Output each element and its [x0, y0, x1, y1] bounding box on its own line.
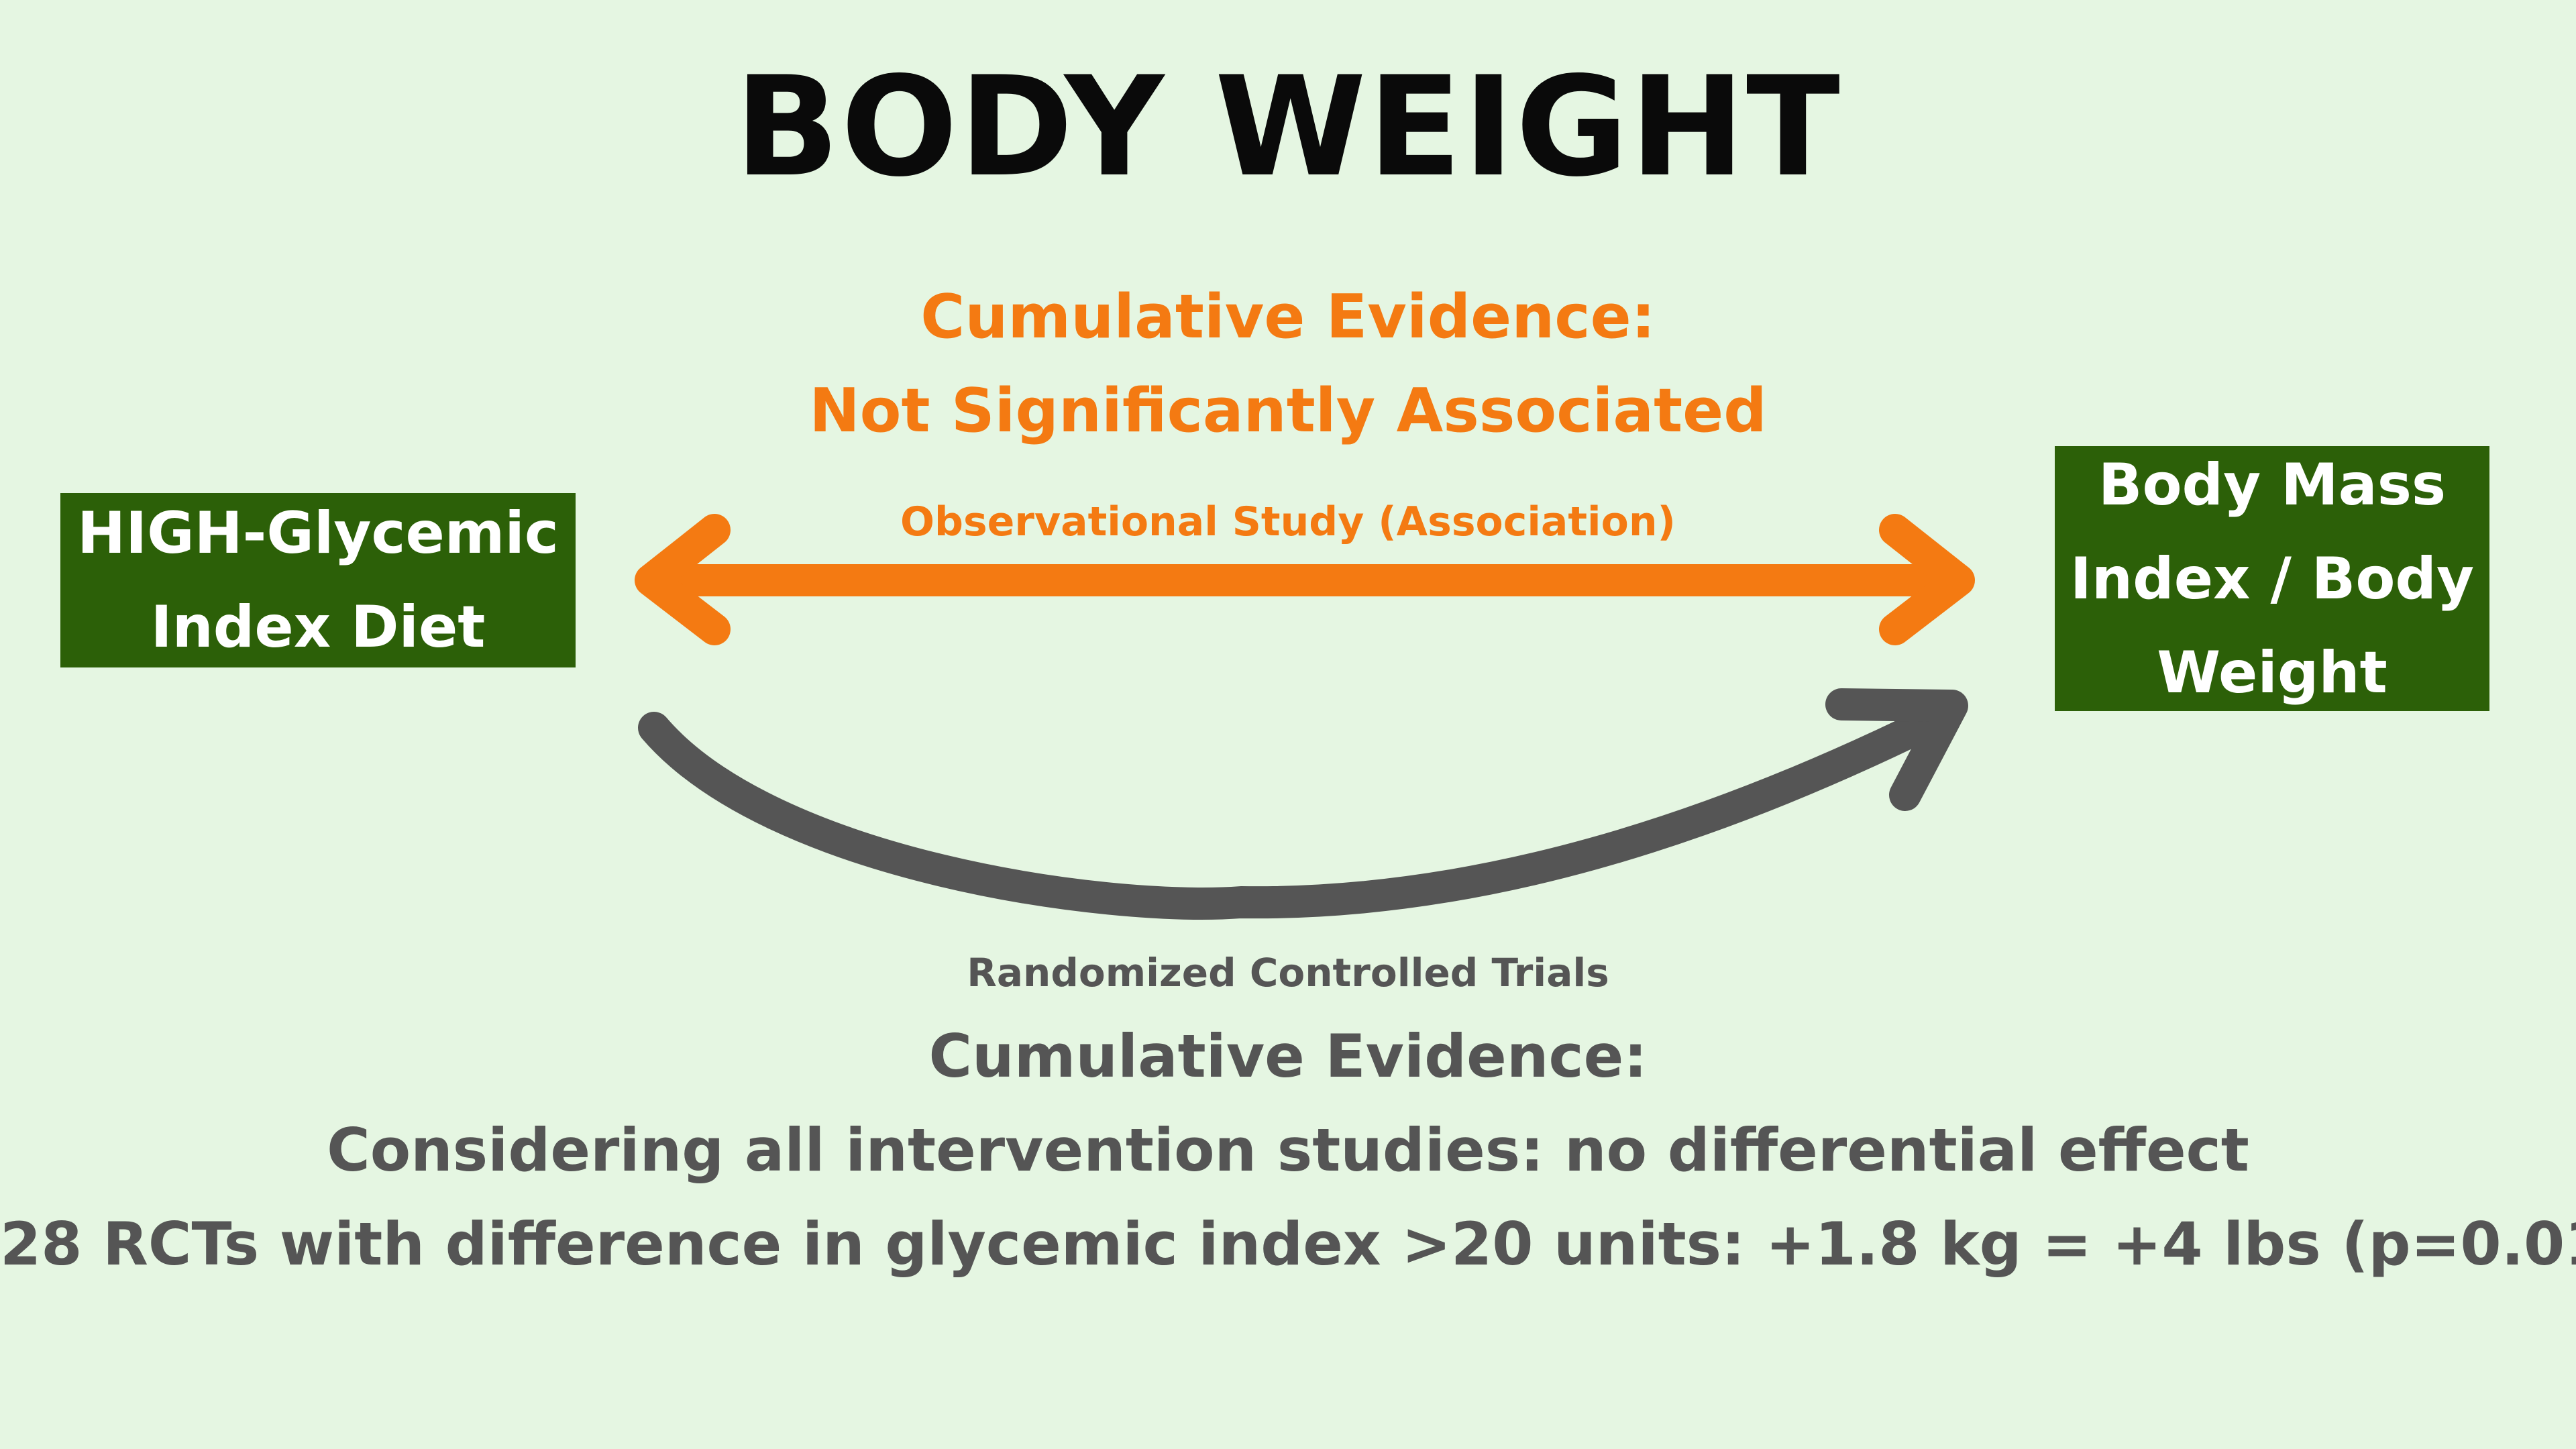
rct-evidence-line2: 28 RCTs with difference in glycemic inde…	[0, 1210, 2576, 1279]
outcome-box: Body Mass Index / Body Weight	[2055, 446, 2489, 711]
slide-title: BODY WEIGHT	[735, 48, 1841, 207]
outcome-label-line1: Body Mass	[2098, 451, 2447, 519]
observational-double-arrow	[635, 514, 1975, 645]
observational-evidence-heading: Cumulative Evidence:	[920, 282, 1656, 352]
observational-evidence-conclusion: Not Significantly Associated	[809, 376, 1767, 446]
rct-evidence-heading: Cumulative Evidence:	[928, 1022, 1648, 1091]
observational-arrow-label: Observational Study (Association)	[900, 498, 1676, 545]
exposure-box: HIGH-Glycemic Index Diet	[60, 493, 576, 667]
rct-arrow-label: Randomized Controlled Trials	[967, 950, 1609, 996]
outcome-label-line2: Index / Body	[2070, 545, 2475, 612]
exposure-label-line1: HIGH-Glycemic	[77, 500, 559, 567]
outcome-label-line3: Weight	[2157, 639, 2387, 706]
exposure-label-line2: Index Diet	[150, 594, 486, 661]
rct-curved-arrow	[638, 688, 1968, 920]
rct-evidence-line1: Considering all intervention studies: no…	[327, 1116, 2249, 1185]
